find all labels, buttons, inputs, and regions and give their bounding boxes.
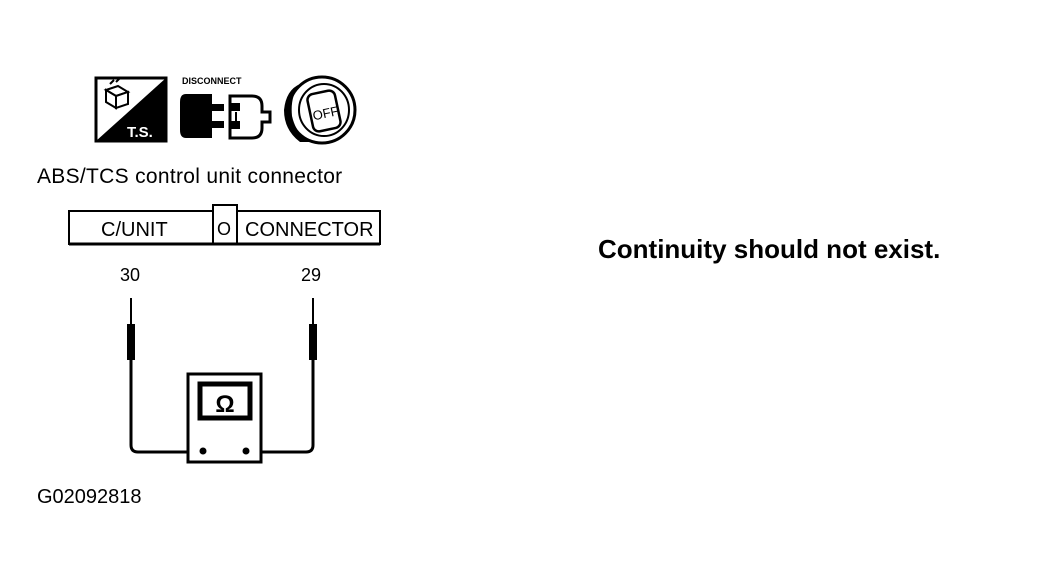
ohmmeter: Ω — [186, 372, 263, 464]
ohm-symbol: Ω — [215, 391, 234, 418]
figure-id: G02092818 — [37, 486, 142, 508]
connector-box: C/UNIT O CONNECTOR — [68, 204, 381, 246]
connector-left-label: C/UNIT — [101, 219, 168, 241]
terminal-left-label: 30 — [120, 265, 140, 285]
meter-terminal-left — [199, 447, 207, 455]
ts-icon: T.S. — [94, 76, 168, 143]
terminal-right-label: 29 — [301, 265, 321, 285]
disconnect-icon: DISCONNECT — [180, 76, 272, 140]
right-probe-lead — [246, 298, 317, 454]
meter-terminal-right — [242, 447, 250, 455]
continuity-statement: Continuity should not exist. — [598, 234, 941, 264]
connector-right-label: CONNECTOR — [245, 219, 374, 241]
key-off-label: OFF — [311, 103, 340, 123]
ignition-key-icon: OFF — [284, 75, 357, 145]
ts-label: T.S. — [127, 124, 153, 141]
disconnect-label: DISCONNECT — [182, 76, 242, 86]
left-probe-lead — [127, 298, 200, 454]
connector-title: ABS/TCS control unit connector — [37, 165, 343, 188]
connector-center-label: O — [217, 219, 231, 239]
